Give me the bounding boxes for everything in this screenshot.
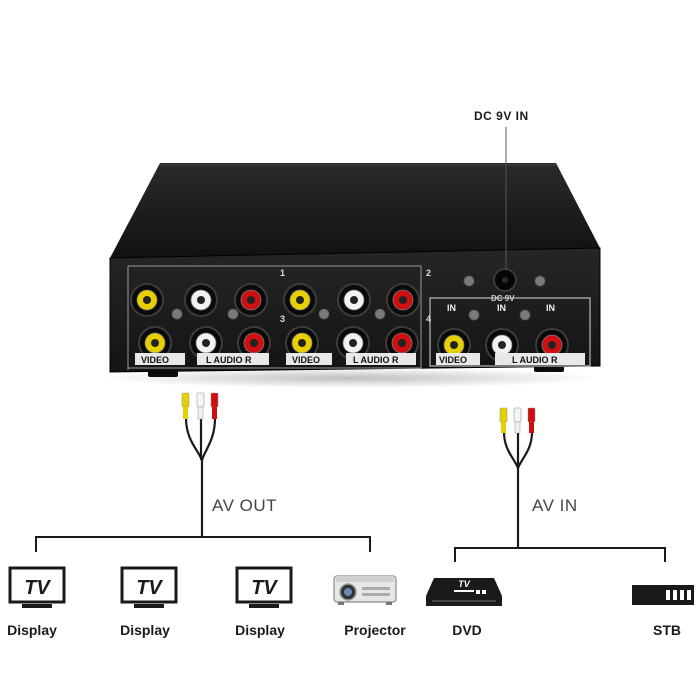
av-out-cable bbox=[184, 417, 217, 537]
dvd-badge: TV bbox=[458, 579, 470, 589]
rca-jack bbox=[184, 283, 218, 317]
panel-dc-label: DC 9V bbox=[491, 294, 515, 303]
av-in-plugs bbox=[499, 407, 536, 434]
panel-audio-label: L AUDIO R bbox=[512, 355, 558, 365]
device-foot bbox=[534, 365, 564, 372]
panel-in-label: IN bbox=[546, 303, 555, 313]
panel-audio-label: L AUDIO R bbox=[206, 355, 252, 365]
device-shadow bbox=[100, 368, 600, 388]
rca-jack bbox=[337, 283, 371, 317]
panel-screws bbox=[171, 275, 546, 321]
port-number-1: 1 bbox=[280, 268, 285, 278]
av-out-bracket bbox=[35, 536, 371, 552]
set-top-box-icon bbox=[632, 585, 694, 605]
device-foot bbox=[148, 370, 178, 377]
tv-badge: TV bbox=[136, 577, 163, 599]
tv-icon: TV bbox=[8, 566, 66, 608]
rca-jack bbox=[386, 283, 420, 317]
output-label-projector: Projector bbox=[344, 622, 406, 638]
rca-jack bbox=[336, 326, 370, 360]
panel-in-label: IN bbox=[447, 303, 456, 313]
input-label-dvd: DVD bbox=[452, 622, 482, 638]
av-in-cable bbox=[502, 431, 534, 548]
rca-jack bbox=[189, 326, 223, 360]
port-number-3: 3 bbox=[280, 314, 285, 324]
output-label-display: Display bbox=[120, 622, 170, 638]
input-section-outline bbox=[429, 297, 591, 367]
panel-audio-label: L AUDIO R bbox=[353, 355, 399, 365]
panel-video-label: VIDEO bbox=[141, 355, 169, 365]
panel-video-label: VIDEO bbox=[439, 355, 467, 365]
rca-jack bbox=[138, 326, 172, 360]
port-number-4: 4 bbox=[426, 314, 431, 324]
projector-icon bbox=[333, 575, 397, 605]
av-out-label: AV OUT bbox=[212, 496, 278, 515]
tv-badge: TV bbox=[24, 577, 51, 599]
rca-jack bbox=[130, 283, 164, 317]
tv-icon: TV bbox=[120, 566, 178, 608]
rca-jack bbox=[283, 283, 317, 317]
device-top bbox=[110, 163, 600, 258]
output-label-display: Display bbox=[235, 622, 285, 638]
output-section-outline bbox=[127, 265, 422, 370]
input-label-stb: STB bbox=[653, 622, 681, 638]
panel-in-label: IN bbox=[497, 303, 506, 313]
panel-video-label: VIDEO bbox=[292, 355, 320, 365]
av-in-label: AV IN bbox=[532, 496, 578, 515]
rca-jack bbox=[485, 328, 519, 362]
port-number-2: 2 bbox=[426, 268, 431, 278]
tv-icon: TV bbox=[235, 566, 293, 608]
av-in-bracket bbox=[454, 547, 666, 562]
tv-badge: TV bbox=[251, 577, 278, 599]
dvd-player-icon: TV bbox=[426, 578, 502, 606]
rca-jack bbox=[234, 283, 268, 317]
av-out-plugs bbox=[181, 392, 219, 420]
dc-9v-in-label: DC 9V IN bbox=[474, 109, 529, 123]
output-label-display: Display bbox=[7, 622, 57, 638]
panel-labels: 1 2 3 4 DC 9V IN IN IN VIDEO L AUDIO R V… bbox=[135, 268, 585, 365]
